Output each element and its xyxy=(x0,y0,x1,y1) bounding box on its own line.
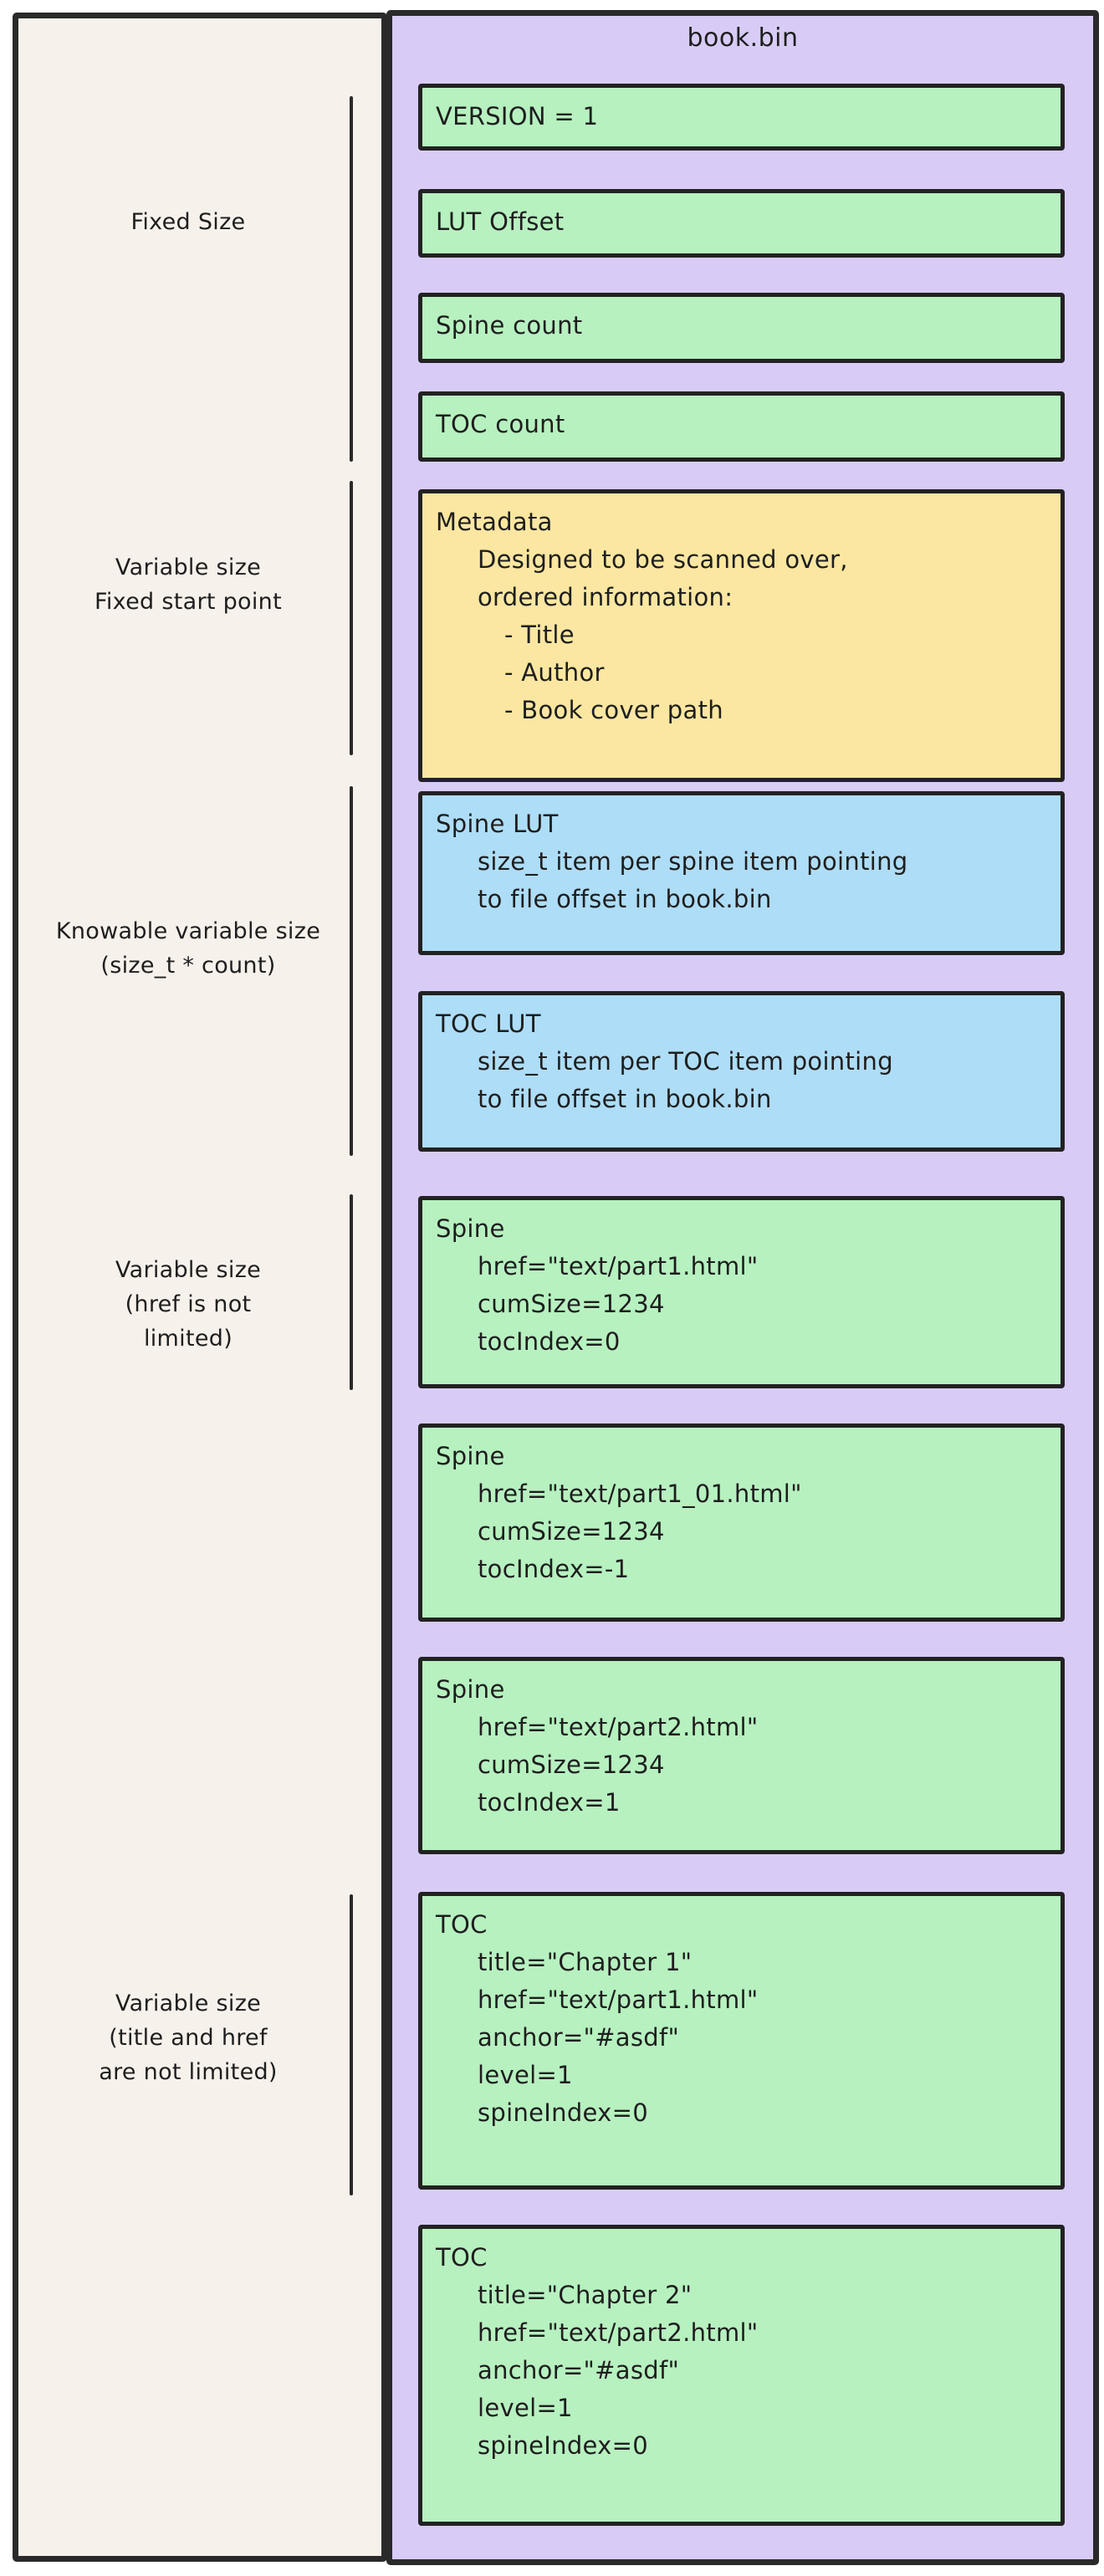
label-variable-size-fixed-start: Variable size Fixed start point xyxy=(33,550,343,619)
block-line: ordered information: xyxy=(478,583,733,611)
block-line: tocIndex=1 xyxy=(478,1788,621,1817)
label-variable-size-title-href: Variable size (title and href are not li… xyxy=(33,1986,343,2089)
block-line: tocIndex=0 xyxy=(478,1327,621,1356)
field-toc-count: TOC count xyxy=(418,391,1065,462)
block-line: TOC count xyxy=(436,410,565,438)
block-line: href="text/part2.html" xyxy=(478,1713,759,1741)
label-line: Variable size xyxy=(115,1257,262,1283)
block-line: cumSize=1234 xyxy=(478,1290,665,1318)
field-version: VERSION = 1 xyxy=(418,84,1065,151)
spine-item-2: Spine href="text/part1_01.html" cumSize=… xyxy=(418,1423,1065,1622)
label-knowable-variable-size: Knowable variable size (size_t * count) xyxy=(33,914,343,983)
label-line: (title and href xyxy=(109,2025,268,2051)
label-line: Fixed start point xyxy=(95,589,282,615)
bracket-variable-href xyxy=(350,1194,353,1390)
label-line: (size_t * count) xyxy=(100,953,276,979)
toc-item-1: TOC title="Chapter 1" href="text/part1.h… xyxy=(418,1892,1065,2190)
field-spine-count: Spine count xyxy=(418,293,1065,363)
label-line: are not limited) xyxy=(99,2059,278,2085)
spine-item-1: Spine href="text/part1.html" cumSize=123… xyxy=(418,1196,1065,1388)
block-line: - Title xyxy=(504,621,575,649)
block-line: href="text/part2.html" xyxy=(478,2318,759,2347)
block-line: TOC xyxy=(436,1910,488,1939)
bracket-variable-title-href xyxy=(350,1894,353,2195)
bracket-knowable-variable xyxy=(350,786,353,1156)
bracket-variable-fixed-start xyxy=(350,481,353,755)
block-line: TOC LUT xyxy=(436,1009,541,1038)
block-line: Designed to be scanned over, xyxy=(478,545,848,574)
spine-item-3: Spine href="text/part2.html" cumSize=123… xyxy=(418,1657,1065,1854)
label-line: Knowable variable size xyxy=(55,918,321,944)
block-line: Spine xyxy=(436,1214,505,1243)
metadata-block: Metadata Designed to be scanned over, or… xyxy=(418,489,1065,782)
block-line: Spine LUT xyxy=(436,810,559,838)
toc-item-2: TOC title="Chapter 2" href="text/part2.h… xyxy=(418,2225,1065,2526)
label-line: limited) xyxy=(143,1326,233,1352)
bracket-fixed-size xyxy=(350,96,353,462)
toc-lut-block: TOC LUT size_t item per TOC item pointin… xyxy=(418,991,1065,1152)
annotation-panel xyxy=(13,13,387,2562)
field-lut-offset: LUT Offset xyxy=(418,189,1065,258)
label-line: (href is not xyxy=(125,1291,252,1317)
label-line: Fixed Size xyxy=(130,209,246,235)
block-line: size_t item per spine item pointing xyxy=(478,847,908,876)
block-line: LUT Offset xyxy=(436,207,565,236)
block-line: title="Chapter 2" xyxy=(478,2281,693,2309)
block-line: spineIndex=0 xyxy=(478,2098,648,2127)
block-line: VERSION = 1 xyxy=(436,102,599,130)
block-line: Metadata xyxy=(436,508,553,536)
label-variable-size-href: Variable size (href is not limited) xyxy=(33,1253,343,1356)
block-line: to file offset in book.bin xyxy=(478,1085,772,1113)
block-line: anchor="#asdf" xyxy=(478,2356,680,2384)
block-line: Spine count xyxy=(436,311,583,340)
block-line: TOC xyxy=(436,2243,488,2272)
block-line: cumSize=1234 xyxy=(478,1751,665,1779)
block-line: Spine xyxy=(436,1675,505,1704)
label-line: Variable size xyxy=(115,555,262,580)
block-line: href="text/part1.html" xyxy=(478,1252,759,1280)
block-line: anchor="#asdf" xyxy=(478,2023,680,2052)
label-line: Variable size xyxy=(115,1991,262,2016)
block-line: tocIndex=-1 xyxy=(478,1555,630,1583)
block-line: to file offset in book.bin xyxy=(478,885,772,913)
block-line: title="Chapter 1" xyxy=(478,1948,693,1976)
block-line: level=1 xyxy=(478,2394,573,2422)
block-line: cumSize=1234 xyxy=(478,1517,665,1546)
block-line: level=1 xyxy=(478,2061,573,2089)
label-fixed-size: Fixed Size xyxy=(33,205,343,239)
block-line: size_t item per TOC item pointing xyxy=(478,1047,893,1076)
file-title: book.bin xyxy=(687,23,799,53)
block-line: Spine xyxy=(436,1442,505,1470)
block-line: - Author xyxy=(504,658,605,687)
spine-lut-block: Spine LUT size_t item per spine item poi… xyxy=(418,791,1065,955)
block-line: - Book cover path xyxy=(504,696,723,724)
block-line: href="text/part1_01.html" xyxy=(478,1480,802,1508)
block-line: spineIndex=0 xyxy=(478,2431,648,2460)
block-line: href="text/part1.html" xyxy=(478,1986,759,2014)
